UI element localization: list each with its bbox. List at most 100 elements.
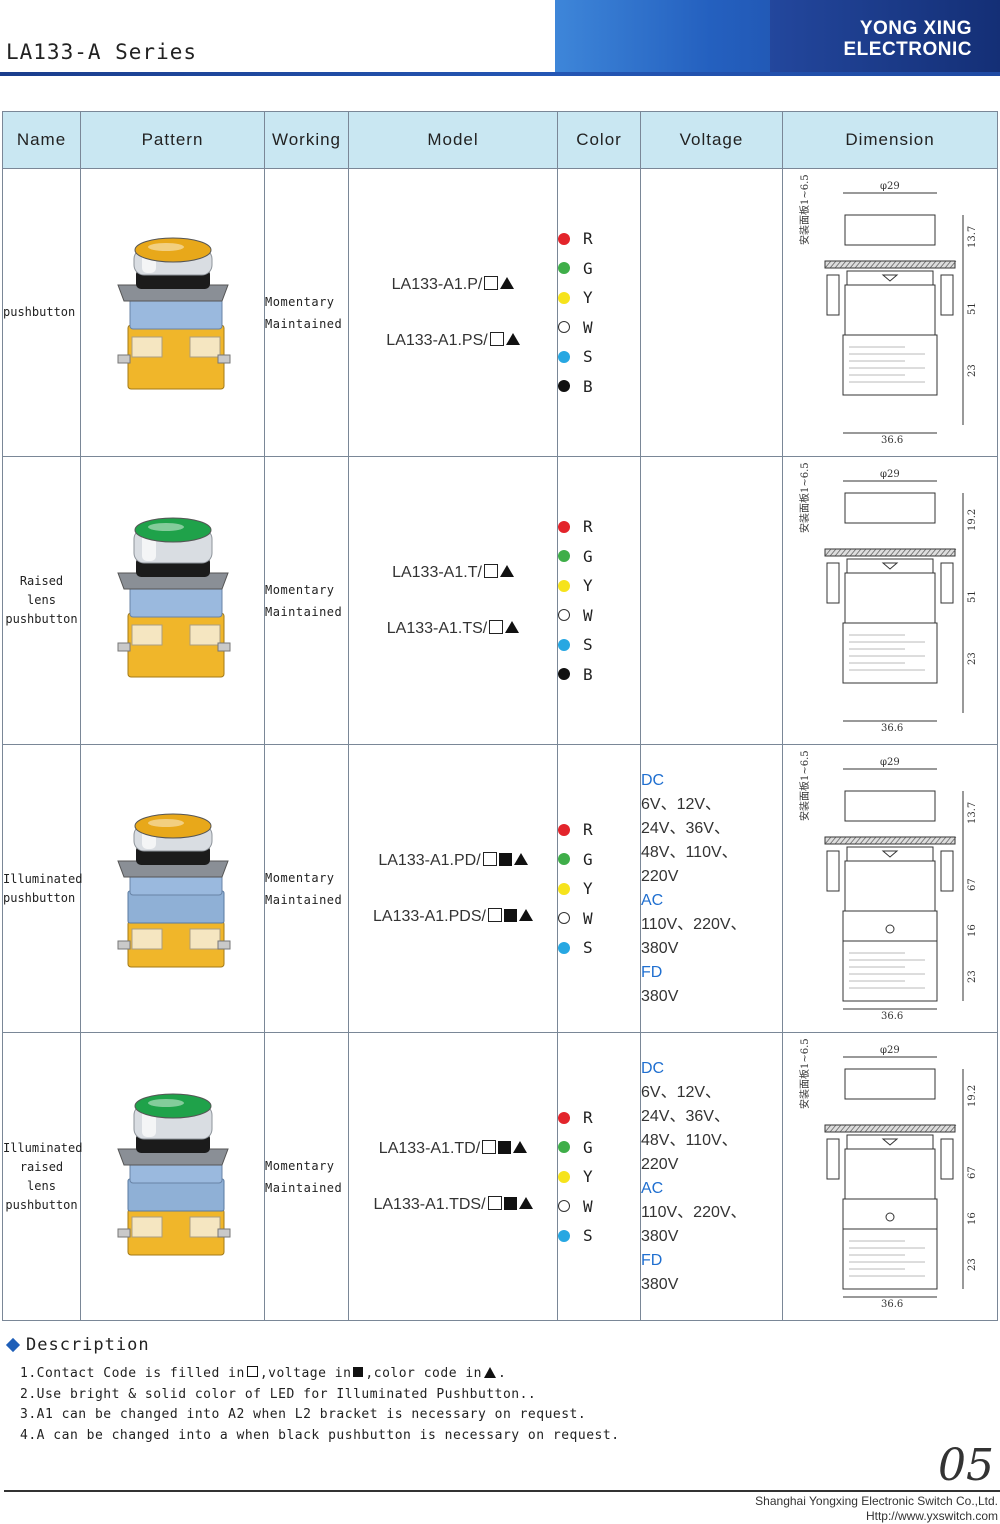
color-dot-icon	[558, 853, 570, 865]
column-header: Pattern	[80, 111, 265, 169]
width-label: 36.6	[881, 435, 903, 445]
color-dot-icon	[558, 291, 570, 304]
model-numbers: LA133-A1.TD/LA133-A1.TDS/	[348, 1032, 558, 1321]
product-pattern	[80, 168, 265, 457]
description-item: 4.A can be changed into a when black pus…	[20, 1427, 620, 1443]
color-option: S	[558, 933, 640, 963]
voltage-values: 220V	[641, 1155, 679, 1173]
color-option: W	[558, 903, 640, 933]
header-divider	[0, 72, 1000, 76]
empty-square-icon	[483, 563, 498, 578]
pushbutton-photo	[116, 1093, 230, 1256]
led-height-label: 16	[967, 924, 978, 937]
model-number: LA133-A1.PDS/	[349, 889, 557, 945]
filled-square-icon	[353, 1367, 364, 1377]
color-dot-icon	[558, 380, 570, 393]
product-pattern	[80, 1032, 265, 1321]
head-diameter-label: φ29	[880, 469, 900, 480]
color-dot-icon	[558, 823, 570, 836]
brand-banner: YONG XING ELECTRONIC	[555, 0, 1000, 76]
block-height-label: 23	[967, 970, 978, 983]
triangle-icon	[505, 332, 520, 345]
pushbutton-photo	[116, 813, 230, 968]
voltage-values: 380V	[641, 987, 679, 1005]
color-dot-icon	[558, 350, 570, 363]
head-diameter-label: φ29	[880, 757, 900, 768]
panel-thickness-label: 安装面板1~6.5mm	[798, 463, 811, 533]
panel-thickness-label: 安装面板1~6.5mm	[798, 751, 811, 821]
head-height-label: 19.2	[967, 1085, 978, 1107]
color-option: G	[558, 254, 640, 284]
company-name: Shanghai Yongxing Electronic Switch Co.,…	[755, 1494, 998, 1508]
description-heading: Description	[4, 1335, 150, 1355]
empty-square-icon	[246, 1366, 258, 1377]
color-option: W	[558, 1191, 640, 1221]
product-pattern	[80, 456, 265, 745]
triangle-icon	[499, 564, 514, 577]
head-height-label: 13.7	[967, 226, 978, 248]
color-dot-icon	[558, 262, 570, 275]
color-option: Y	[558, 1162, 640, 1192]
company-url: Http://www.yxswitch.com	[865, 1509, 998, 1523]
page-number: 05	[938, 1440, 994, 1491]
color-option: S	[558, 630, 640, 660]
description-item: 3.A1 can be changed into A2 when L2 brac…	[20, 1407, 587, 1422]
triangle-icon	[500, 276, 515, 289]
model-number: LA133-A1.TD/	[349, 1121, 557, 1177]
color-dot-icon	[558, 941, 570, 954]
empty-square-icon	[489, 331, 504, 346]
pushbutton-photo	[116, 517, 230, 678]
voltage-values: 48V、110V、	[641, 843, 738, 861]
column-header: Name	[2, 111, 81, 169]
voltage-type: FD	[641, 963, 663, 981]
color-option: R	[558, 512, 640, 542]
footer: Shanghai Yongxing Electronic Switch Co.,…	[755, 1494, 998, 1524]
color-option: G	[558, 1132, 640, 1162]
voltage-type: AC	[641, 1179, 664, 1197]
color-option: W	[558, 601, 640, 631]
panel-thickness-label: 安装面板1~6.5mm	[798, 1039, 811, 1109]
color-dot-icon	[558, 1170, 570, 1183]
color-option: B	[558, 660, 640, 690]
model-number: LA133-A1.PD/	[349, 833, 557, 889]
column-header: Color	[557, 111, 641, 169]
voltage-type: FD	[641, 1251, 663, 1269]
led-height-label: 16	[967, 1212, 978, 1225]
color-dot-icon	[558, 232, 570, 245]
voltage-type: DC	[641, 1059, 665, 1077]
voltage-type: DC	[641, 771, 665, 789]
panel-thickness-label: 安装面板1~6.5mm	[798, 175, 811, 245]
empty-square-icon	[487, 907, 502, 922]
color-dot-icon	[558, 912, 570, 924]
column-header: Working	[264, 111, 349, 169]
voltage-values: 380V	[641, 1275, 679, 1293]
voltage-values: 380V	[641, 1227, 679, 1245]
color-option: Y	[558, 571, 640, 601]
voltage-options	[640, 456, 783, 745]
voltage-values: 6V、12V、	[641, 1083, 722, 1101]
filled-square-icon	[498, 1140, 512, 1154]
head-diameter-label: φ29	[880, 1045, 900, 1056]
color-dot-icon	[558, 550, 570, 563]
width-label: 36.6	[881, 1011, 903, 1021]
color-dot-icon	[558, 1141, 570, 1153]
block-height-label: 23	[967, 364, 978, 377]
model-numbers: LA133-A1.P/LA133-A1.PS/	[348, 168, 558, 457]
